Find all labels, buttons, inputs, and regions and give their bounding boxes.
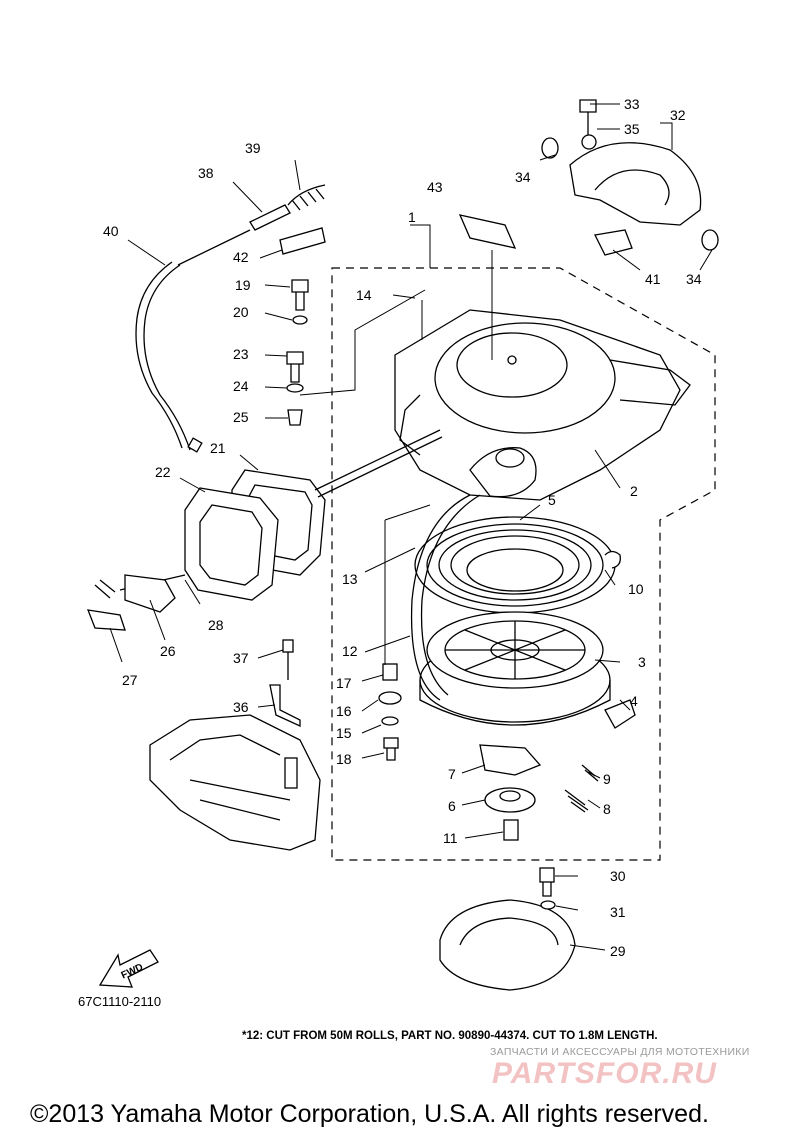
callout-30: 30 xyxy=(610,868,626,884)
spiral-spring xyxy=(414,516,616,614)
callout-40: 40 xyxy=(103,223,119,239)
starter-pulley xyxy=(419,611,611,726)
callout-33: 33 xyxy=(624,96,640,112)
starter-cover xyxy=(541,99,719,256)
callout-23: 23 xyxy=(233,346,249,362)
callout-34a: 34 xyxy=(515,169,531,185)
callout-32: 32 xyxy=(670,107,686,123)
label-43 xyxy=(458,214,517,249)
leader-lines xyxy=(109,103,713,951)
callout-17: 17 xyxy=(336,675,352,691)
engine-block-outline xyxy=(149,639,321,851)
fasteners-mid xyxy=(378,663,402,761)
callout-12: 12 xyxy=(342,643,358,659)
starter-housing xyxy=(394,309,691,501)
callout-8: 8 xyxy=(603,801,611,817)
callout-11: 11 xyxy=(443,830,458,846)
callout-16: 16 xyxy=(336,703,352,719)
callout-19: 19 xyxy=(235,277,251,293)
starter-handle xyxy=(86,429,443,631)
callout-34b: 34 xyxy=(686,271,702,287)
callout-numbers: 1 2 3 4 5 6 7 8 9 10 11 12 13 14 15 16 1… xyxy=(103,96,702,959)
callout-27: 27 xyxy=(122,672,138,688)
callout-38: 38 xyxy=(198,165,214,181)
callout-29: 29 xyxy=(610,943,626,959)
callout-43: 43 xyxy=(427,179,443,195)
callout-36: 36 xyxy=(233,699,249,715)
callout-7: 7 xyxy=(448,766,456,782)
assembly-bracket xyxy=(410,224,431,268)
callout-10: 10 xyxy=(628,581,644,597)
callout-14: 14 xyxy=(356,287,372,303)
callout-39: 39 xyxy=(245,140,261,156)
assembly-boundary xyxy=(331,267,716,861)
callout-2: 2 xyxy=(630,483,638,499)
bottom-plate xyxy=(439,867,576,991)
callout-35: 35 xyxy=(624,121,640,137)
callout-13: 13 xyxy=(342,571,358,587)
fasteners-left xyxy=(286,279,309,426)
callout-28: 28 xyxy=(208,617,224,633)
callout-4: 4 xyxy=(630,693,638,709)
callout-26: 26 xyxy=(160,643,176,659)
watermark-logo: PARTSFOR.RU xyxy=(492,1057,717,1090)
fwd-arrow-icon: FWD xyxy=(98,949,159,988)
callout-9: 9 xyxy=(603,771,611,787)
callout-21: 21 xyxy=(210,440,226,456)
callout-22: 22 xyxy=(155,464,171,480)
callout-18: 18 xyxy=(336,751,352,767)
callout-6: 6 xyxy=(448,798,456,814)
callout-3: 3 xyxy=(638,654,646,670)
callout-5: 5 xyxy=(548,492,556,508)
callout-41: 41 xyxy=(645,271,661,287)
starter-rope xyxy=(410,494,471,701)
callout-42: 42 xyxy=(233,249,249,265)
callout-1: 1 xyxy=(408,209,416,225)
copyright-notice: ©2013 Yamaha Motor Corporation, U.S.A. A… xyxy=(30,1100,709,1128)
label-42 xyxy=(279,227,326,255)
callout-37: 37 xyxy=(233,650,249,666)
footnote: *12: CUT FROM 50M ROLLS, PART NO. 90890-… xyxy=(242,1030,658,1042)
watermark-tagline: ЗАПЧАСТИ И АКСЕССУАРЫ ДЛЯ МОТОТЕХНИКИ xyxy=(490,1046,750,1058)
callout-31: 31 xyxy=(610,904,626,920)
diagram-code: 67C1110-2110 xyxy=(78,994,161,1009)
callout-25: 25 xyxy=(233,409,249,425)
callout-15: 15 xyxy=(336,725,352,741)
callout-24: 24 xyxy=(233,378,249,394)
choke-cable xyxy=(135,184,326,453)
callout-20: 20 xyxy=(233,304,249,320)
